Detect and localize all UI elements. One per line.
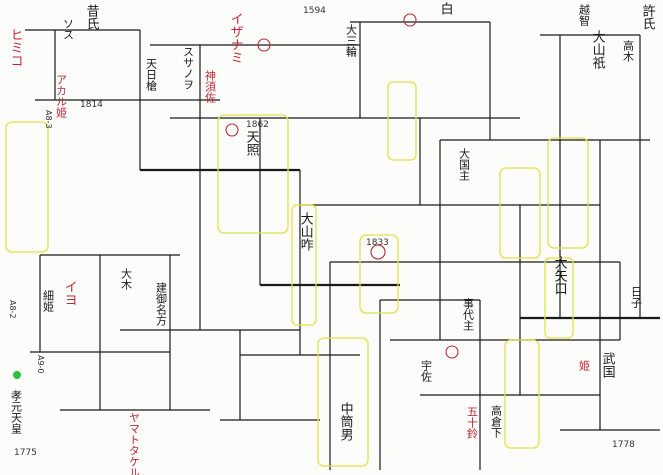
label-izanami: イザナミ: [227, 12, 243, 64]
label-susanoo: スサノヲ: [181, 46, 195, 90]
label-shira: 白: [437, 2, 453, 15]
number-1862: 1862: [246, 120, 269, 130]
label-ochi: 越智: [577, 4, 591, 26]
label-takeminakata: 建御名方: [154, 282, 168, 326]
label-oyaguchi: 大矢口: [551, 256, 567, 295]
label-kotoshironushi: 事代主: [461, 298, 475, 331]
label-hosohime: 細姫: [41, 290, 55, 312]
label-isuzu: 五十鈴: [465, 406, 479, 439]
label-okuninushi: 大国主: [457, 148, 471, 181]
label-himiko: ヒミコ: [7, 28, 23, 67]
label-oyamakui: 大山咋: [297, 212, 313, 251]
number-a9-0: A9-0: [36, 355, 45, 374]
label-kyoshi: 許氏: [639, 4, 655, 30]
label-amaterasu: 天照: [243, 130, 259, 156]
label-ogi: 大木: [119, 268, 133, 290]
number-1778: 1778: [612, 440, 635, 450]
number-1594: 1594: [303, 6, 326, 16]
label-sosu: ソス: [61, 18, 75, 40]
number-a8-3: A8-3: [44, 110, 53, 129]
number-a8-2: A8-2: [8, 300, 17, 319]
number-1833: 1833: [366, 238, 389, 248]
label-omiwa: 大三輪: [344, 24, 358, 57]
label-iyo: イヨ: [61, 280, 77, 306]
label-oyamatsumi: 大山祇: [589, 30, 605, 69]
label-takakuraji: 高倉下: [489, 405, 503, 438]
label-takekuni: 武国: [599, 352, 615, 378]
label-amenohiboko: 天日槍: [144, 58, 158, 91]
label-hiko: 日子: [629, 286, 643, 308]
label-sekishi: 昔氏: [83, 4, 99, 30]
label-yamatotakeru: ヤマトタケル: [127, 412, 141, 475]
number-1814: 1814: [80, 100, 103, 110]
label-kogen-tenno: 孝元天皇: [9, 390, 23, 434]
label-nakatsutsunoo: 中筒男: [337, 402, 353, 441]
label-takagi: 高木: [621, 40, 635, 62]
label-usa: 宇佐: [419, 360, 433, 382]
label-kamusa: 神須佐: [203, 70, 217, 103]
label-akaru-hime: アカル姫: [54, 74, 68, 118]
number-1775: 1775: [14, 448, 37, 458]
label-hime: 姫: [577, 360, 591, 371]
